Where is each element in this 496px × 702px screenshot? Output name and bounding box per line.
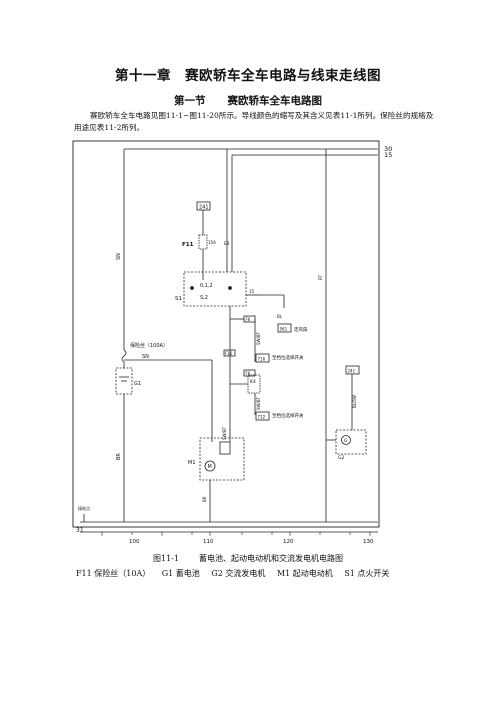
ref-box-712: [255, 411, 270, 421]
alternator-g2: [335, 429, 367, 455]
starter-motor-m1: [199, 437, 245, 481]
switch-position-b: S,2: [200, 295, 208, 301]
svg-text:S61: S61: [280, 327, 288, 332]
fuse-f11: [198, 234, 208, 250]
section-heading: 赛欧轿车全车电路图: [227, 95, 323, 107]
figure-legend: F11 保险丝（10A） G1 蓄电池 G2 交流发电机 M1 起动电动机 S1…: [76, 568, 398, 579]
legend-item: G1 蓄电池: [161, 569, 200, 578]
svg-text:EB: EB: [224, 241, 230, 246]
rail-31-label: 31: [76, 527, 84, 534]
alternator-label: G2: [338, 455, 344, 461]
box-241-right: [345, 365, 360, 375]
wire-label-battery-ground: BR: [116, 453, 122, 460]
ref-box-716: [255, 353, 270, 363]
box-f16: [223, 349, 236, 357]
fuse-value: 15A: [208, 240, 216, 245]
wire-label-swbt-c: SW/BT: [222, 426, 227, 440]
axis-tick-120: 120: [283, 539, 294, 545]
rail-30-label: 30: [384, 145, 392, 153]
wire-label-swbt-b: SW/BT: [256, 396, 261, 410]
section-number: 第一节: [174, 95, 206, 107]
rail-15-label: 15: [384, 151, 392, 159]
svg-text:BL: BL: [277, 314, 283, 319]
relay-label: K4: [250, 379, 256, 385]
ref-text-gear-a: 至档位选择开关: [272, 354, 304, 361]
switch-label: S1: [175, 296, 182, 302]
switch-position-a: 0,1,2: [200, 283, 213, 289]
legend-item: G2 交流发电机: [211, 569, 266, 578]
wire-label-rt: RT: [318, 275, 323, 280]
starter-label: M1: [188, 460, 196, 466]
figure-title: 蓄电池、起动电动机和交流发电机电路图: [198, 554, 343, 563]
battery-label: G1: [134, 381, 141, 387]
figure-caption: 图11-1 蓄电池、起动电动机和交流发电机电路图: [0, 553, 496, 564]
axis-tick-100: 100: [129, 539, 140, 545]
ignition-switch-s1: [183, 271, 247, 307]
wire-label-sn: SN: [142, 354, 149, 360]
wire-label-blsw: BL/SW: [352, 395, 357, 408]
ref-box-s61: [277, 323, 292, 333]
svg-text:15: 15: [249, 289, 255, 294]
box-f6-b: [243, 369, 256, 377]
svg-text:F6: F6: [246, 317, 251, 322]
wire-label-left: SN: [116, 253, 122, 260]
figure-number: 图11-1: [153, 554, 179, 563]
circuit-diagram: 30 15 SN 保险丝（100A） G1 BR SN 241 F11 15A …: [72, 140, 434, 548]
intro-paragraph: 赛欧轿车全车电路见图11-1~图11-20所示。导线颜色的缩写及其含义见表11-…: [74, 111, 434, 132]
axis-tick-130: 130: [363, 539, 374, 545]
ground-note: 接地点: [78, 505, 90, 511]
wire-label-starter-ground: BR: [202, 496, 207, 502]
fuse-box-label: [196, 201, 211, 211]
ref-text-gear-b: 至档位选择开关: [272, 412, 304, 419]
legend-item: F11 保险丝（10A）: [76, 569, 151, 578]
svg-text:241: 241: [348, 369, 356, 374]
svg-text:716: 716: [258, 357, 266, 362]
diagram-frame: [72, 140, 380, 528]
svg-text:F6: F6: [246, 371, 251, 376]
wire-label-swbt-a: SW/BT: [256, 331, 261, 345]
fuse-f11-label: F11: [182, 242, 194, 248]
svg-text:F16: F16: [225, 351, 233, 356]
battery-fuse-note: 保险丝（100A）: [130, 342, 168, 349]
axis-tick-110: 110: [203, 539, 214, 545]
ref-text-fan: 定风扇: [294, 326, 308, 333]
svg-text:M: M: [208, 464, 212, 470]
chapter-title: 第十一章 赛欧轿车全车电路与线束走线图: [115, 68, 381, 84]
svg-text:241: 241: [199, 205, 209, 211]
section-title: 第一节 赛欧轿车全车电路图: [0, 93, 496, 108]
svg-text:712: 712: [258, 415, 266, 420]
legend-item: M1 起动电动机: [276, 569, 333, 578]
svg-text:G: G: [344, 438, 348, 444]
legend-item: S1 点火开关: [344, 569, 390, 578]
